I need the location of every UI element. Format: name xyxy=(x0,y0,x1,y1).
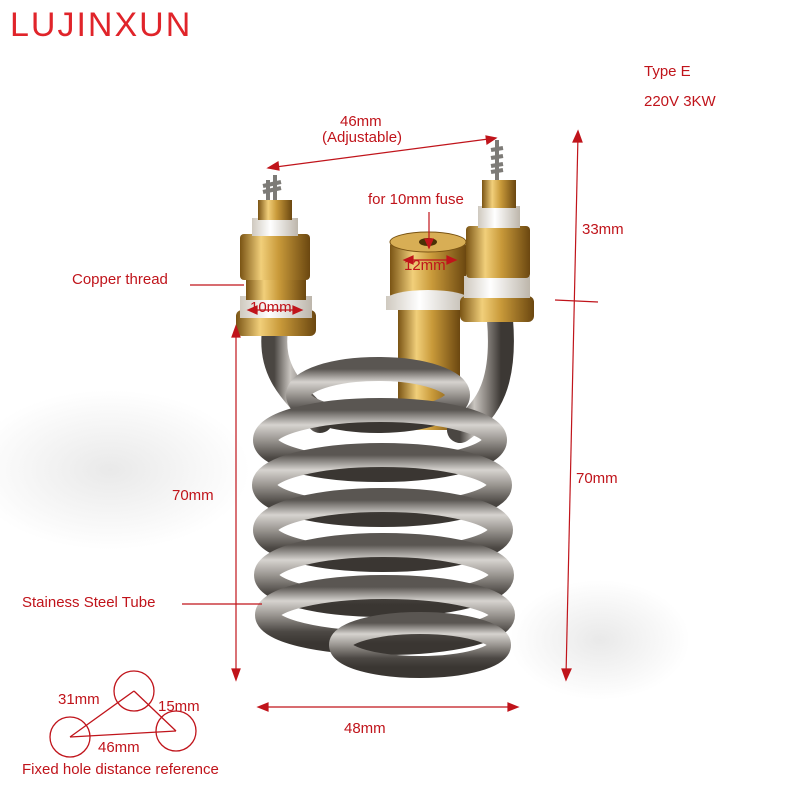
tube-material-label: Stainess Steel Tube xyxy=(22,594,156,611)
dimension-lines xyxy=(182,129,599,712)
hole-distance-diagram xyxy=(49,670,197,758)
coil-height-label: 70mm xyxy=(172,487,214,504)
background-shade xyxy=(510,580,690,700)
terminal-spacing-label: 46mm xyxy=(340,113,382,130)
background-shade xyxy=(0,390,250,550)
fuse-width-label: 12mm xyxy=(404,257,446,274)
copper-thread-label: Copper thread xyxy=(72,271,168,288)
fuse-tube xyxy=(386,231,470,430)
total-height-label: 70mm xyxy=(576,470,618,487)
right-terminal xyxy=(460,140,534,322)
hole-side-c-label: 46mm xyxy=(98,739,140,756)
fuse-note-label: for 10mm fuse xyxy=(368,191,464,208)
stainless-steel-coil xyxy=(252,357,515,678)
coil-width-label: 48mm xyxy=(344,720,386,737)
hole-side-a-label: 31mm xyxy=(58,691,100,708)
top-height-label: 33mm xyxy=(582,221,624,238)
product-spec: 220V 3KW xyxy=(644,93,716,110)
hole-diagram-caption: Fixed hole distance reference xyxy=(22,761,219,778)
hole-side-b-label: 15mm xyxy=(158,698,200,715)
thread-width-label: 10mm xyxy=(250,299,292,316)
product-type: Type E xyxy=(644,63,691,80)
brand-logo: LUJINXUN xyxy=(10,6,193,44)
terminal-spacing-note: (Adjustable) xyxy=(322,129,403,146)
